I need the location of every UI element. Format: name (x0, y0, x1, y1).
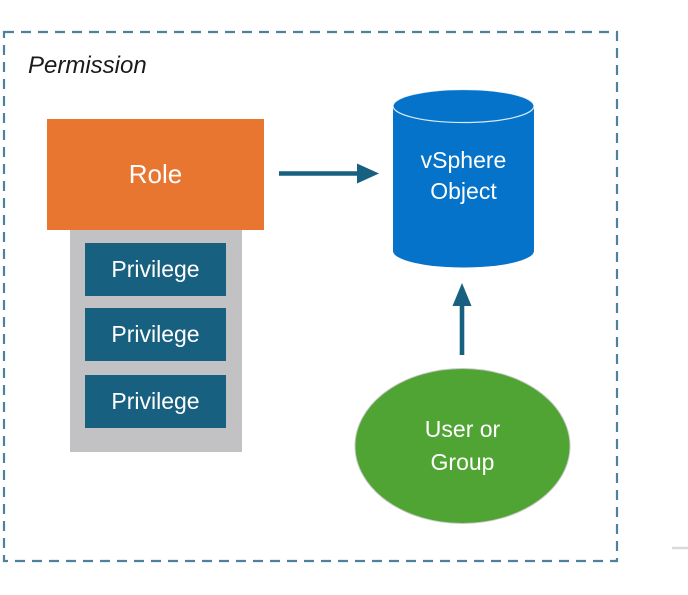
privilege-label: Privilege (111, 321, 200, 347)
permission-boundary (2, 30, 619, 563)
privilege-label: Privilege (111, 256, 200, 282)
privilege-tray: Privilege Privilege Privilege (70, 230, 242, 452)
privilege-box: Privilege (85, 243, 226, 296)
permission-label: Permission (28, 52, 147, 79)
role-label: Role (128, 159, 183, 189)
privilege-box: Privilege (85, 375, 226, 428)
user-group-ellipse (354, 368, 571, 524)
vsphere-object-label: vSphere Object (420, 147, 507, 204)
user-to-object-arrow (452, 283, 472, 355)
role-to-object-arrow (279, 163, 379, 184)
vsphere-object-cylinder (392, 88, 535, 268)
privilege-label: Privilege (111, 388, 200, 414)
role-box: Role (47, 119, 264, 230)
user-group-label: User or Group (424, 416, 501, 475)
privilege-box: Privilege (85, 308, 226, 361)
